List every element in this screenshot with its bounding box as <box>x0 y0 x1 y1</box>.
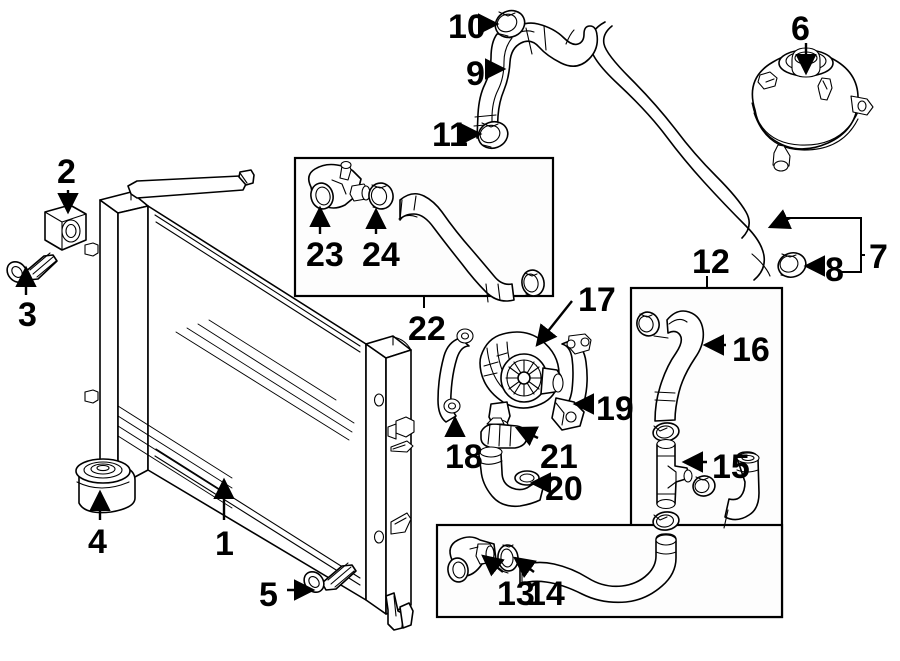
callout-label-4: 4 <box>88 523 107 561</box>
heater-hose-right <box>723 451 760 529</box>
callout-label-5: 5 <box>259 576 278 614</box>
callout-label-16: 16 <box>732 331 770 369</box>
callout-label-1: 1 <box>215 525 234 563</box>
callout-label-10: 10 <box>448 8 486 46</box>
callout-label-22: 22 <box>408 310 446 348</box>
callout-label-17: 17 <box>578 281 616 319</box>
mount-bolt-upper <box>6 252 58 284</box>
leader-7 <box>778 217 865 256</box>
thermostat-housing <box>307 160 371 210</box>
callout-label-13: 13 <box>497 575 535 613</box>
callout-label-2: 2 <box>57 153 76 191</box>
pump-outlet-hose <box>478 446 545 508</box>
lower-coolant-hose <box>509 533 677 604</box>
callout-label-24: 24 <box>362 236 400 274</box>
upper-radiator-hose <box>473 22 599 139</box>
leader-17 <box>535 300 573 347</box>
callout-label-23: 23 <box>306 236 344 274</box>
hose-clamp-thermostat <box>368 182 394 210</box>
callout-label-14: 14 <box>527 575 565 613</box>
lower-mount-bushing <box>75 458 136 514</box>
callout-label-19: 19 <box>596 390 634 428</box>
overflow-hose-assembly <box>589 21 771 281</box>
coolant-tee-connector <box>652 438 716 531</box>
callout-label-7: 7 <box>869 238 888 276</box>
radiator-assembly <box>84 169 415 631</box>
auxiliary-water-pump <box>479 331 564 431</box>
callout-label-11: 11 <box>432 116 468 154</box>
thermostat-outlet-hose <box>398 192 545 303</box>
coolant-pipe-elbow <box>447 536 497 583</box>
hose-clamp-lower <box>477 120 509 150</box>
pump-bracket-left <box>437 328 474 423</box>
callout-label-18: 18 <box>445 438 483 476</box>
leader-14 <box>513 556 537 579</box>
heater-hose-upper <box>636 310 705 442</box>
box-13-14-pipe-group <box>435 523 784 619</box>
callout-label-8: 8 <box>825 251 844 289</box>
coolant-expansion-tank <box>751 47 874 172</box>
callout-label-20: 20 <box>545 470 583 508</box>
callout-label-9: 9 <box>466 55 485 93</box>
callout-label-21: 21 <box>540 438 578 476</box>
callout-label-3: 3 <box>18 296 37 334</box>
callout-label-6: 6 <box>791 10 810 48</box>
callout-label-12: 12 <box>692 243 730 281</box>
leader-21 <box>514 426 539 447</box>
hose-clamp-upper <box>494 9 526 39</box>
callout-label-15: 15 <box>712 448 750 486</box>
radiator-mount-bracket <box>44 204 87 251</box>
leader-13 <box>481 554 505 577</box>
hose-clamp-overflow <box>777 251 807 279</box>
